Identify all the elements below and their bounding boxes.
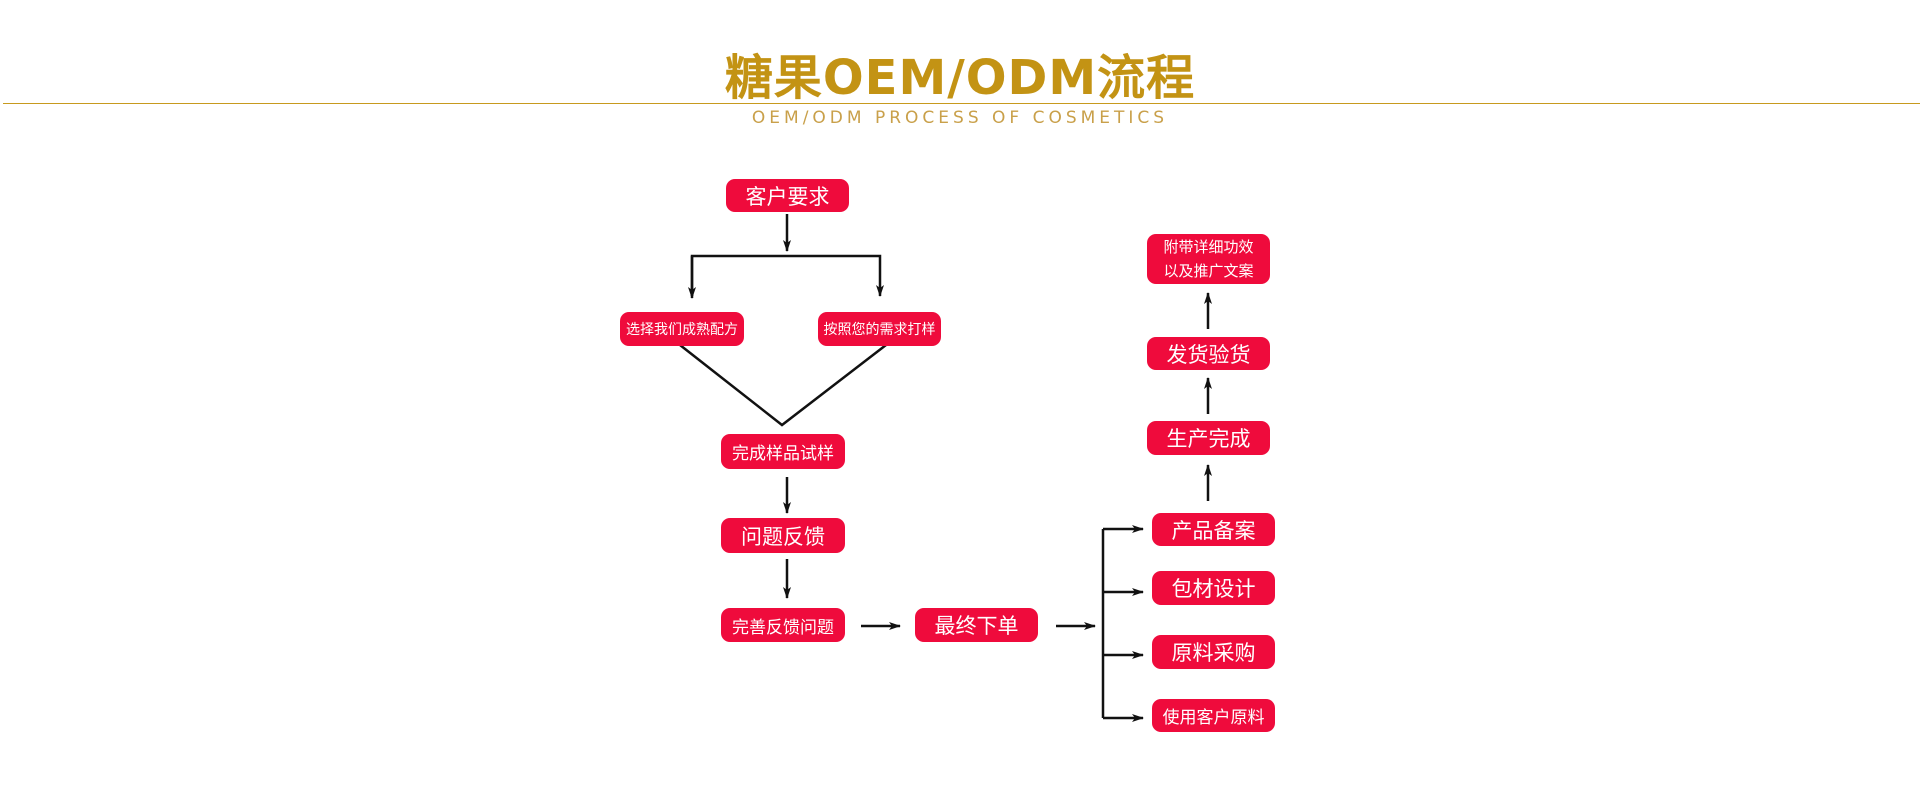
node-product-filing: 产品备案 [1152, 513, 1275, 546]
node-customer-materials: 使用客户原料 [1152, 699, 1275, 732]
node-raw-material-purchase: 原料采购 [1152, 635, 1275, 669]
node-docs: 附带详细功效 以及推广文案 [1147, 234, 1270, 284]
node-customer-request: 客户要求 [726, 179, 849, 212]
branch-connector [690, 254, 884, 297]
node-docs-line2: 以及推广文案 [1163, 262, 1254, 280]
page-subtitle: OEM/ODM PROCESS OF COSMETICS [751, 108, 1169, 128]
node-sample-trial: 完成样品试样 [721, 434, 845, 469]
page-title: 糖果OEM/ODM流程 [724, 50, 1196, 106]
node-packaging-design: 包材设计 [1152, 571, 1275, 605]
node-final-order: 最终下单 [915, 608, 1038, 642]
node-mature-formula: 选择我们成熟配方 [620, 312, 744, 346]
node-improve-feedback: 完善反馈问题 [721, 608, 845, 642]
node-shipping-inspection: 发货验货 [1147, 337, 1270, 370]
node-docs-line1: 附带详细功效 [1163, 238, 1254, 256]
node-feedback: 问题反馈 [721, 518, 845, 553]
node-production-complete: 生产完成 [1147, 421, 1270, 455]
header-divider [3, 103, 1920, 104]
node-custom-sample: 按照您的需求打样 [818, 312, 941, 346]
merge-connector [679, 344, 887, 427]
